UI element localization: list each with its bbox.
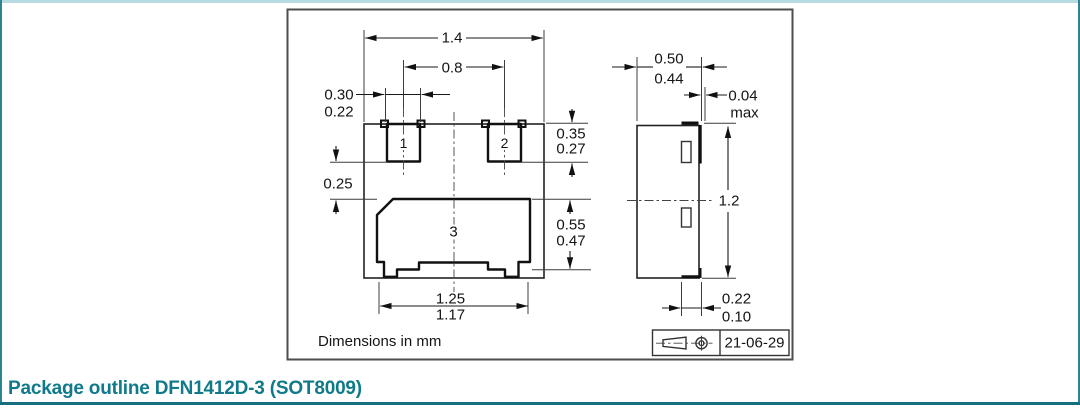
dim-pad-pitch-label: 0.8 [441,59,463,76]
dim-pad3-width-min-label: 1.17 [435,306,466,323]
dim-lead-min-label: 0.10 [721,308,752,326]
dim-pad-gap-label: 0.25 [323,175,353,192]
dim-standoff-qualifier-label: max [730,104,759,121]
pad1-ear-left [380,119,389,128]
pad2-number-label: 2 [498,135,511,151]
dim-body-width-label: 1.4 [441,29,463,47]
pad3-number-label: 3 [447,223,460,240]
top-accent-strip [0,0,1080,3]
dim-pad-length-min-label: 0.27 [556,140,586,157]
dim-height-label: 1.2 [718,192,740,210]
page-title: Package outline DFN1412D-3 (SOT8009) [8,378,362,399]
dim-standoff-label: 0.04 [728,87,758,104]
side-body-outline [636,124,700,279]
dim-depth-min-label: 0.44 [654,70,684,87]
revision-date: 21-06-29 [724,334,785,352]
dim-pad3-length-max-label: 0.55 [556,216,586,233]
dim-pad-width-min-label: 0.22 [324,103,354,120]
dim-pad-width-max-label: 0.30 [324,86,354,103]
dim-depth-max-label: 0.50 [654,50,684,67]
terminal-window-upper [680,140,692,164]
terminal-window-lower [680,207,692,228]
pad2-ear-right [517,119,527,128]
date-box [651,329,790,357]
left-page-border [0,0,2,403]
dimensions-note: Dimensions in mm [318,333,442,350]
pad2-ear-left [481,119,490,128]
bottom-rule [0,402,1080,405]
first-angle-projection-icon [656,335,713,351]
pad3-outline [375,197,532,278]
dim-pad3-length-min-label: 0.47 [556,232,586,249]
side-view-drawing [612,57,736,316]
dim-pad-length-max-label: 0.35 [556,125,586,142]
pad1-number-label: 1 [397,135,410,151]
dim-lead-max-label: 0.22 [721,290,752,308]
dim-pad3-width-max-label: 1.25 [435,290,466,308]
right-page-border [1078,0,1080,403]
drawing-frame [286,8,794,361]
bottom-view-drawing [330,30,591,314]
